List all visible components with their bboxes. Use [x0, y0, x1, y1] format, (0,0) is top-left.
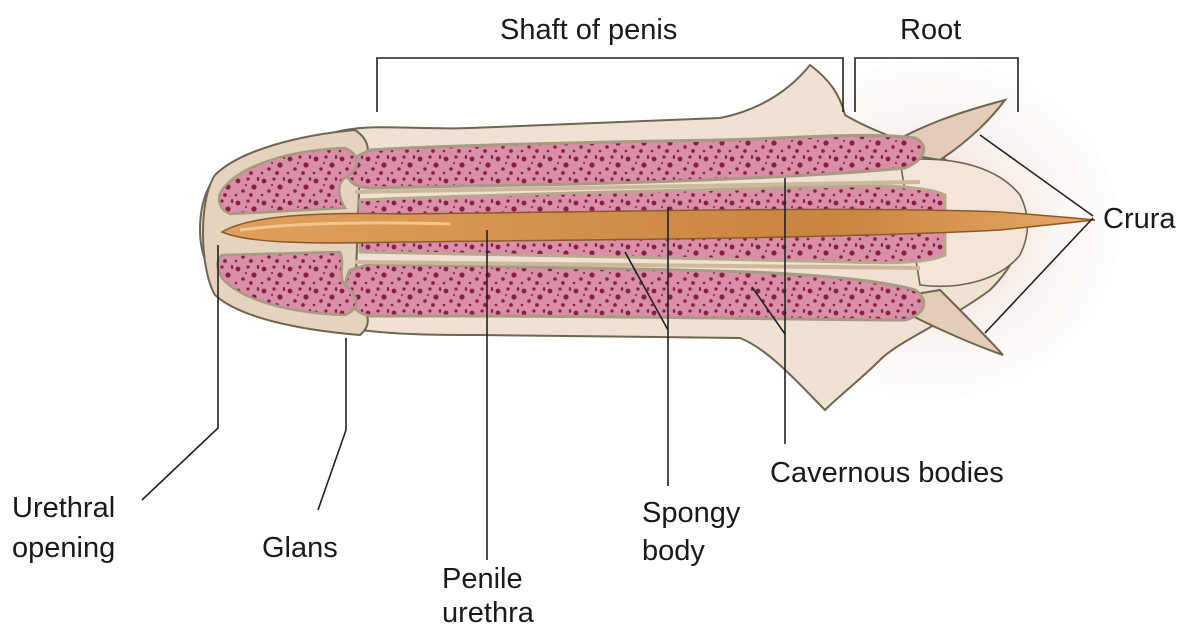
label-spongy-line2: body — [642, 535, 705, 567]
label-cavernous-bodies: Cavernous bodies — [770, 457, 1004, 489]
label-spongy-line1: Spongy — [642, 497, 741, 529]
opening-leader — [142, 245, 218, 500]
label-penile-line1: Penile — [442, 563, 523, 595]
label-penile-line2: urethra — [442, 597, 535, 625]
label-urethral-line2: opening — [12, 532, 115, 564]
label-urethral-line1: Urethral — [12, 492, 115, 524]
label-crura: Crura — [1103, 203, 1176, 235]
label-glans: Glans — [262, 532, 338, 564]
label-shaft-of-penis: Shaft of penis — [500, 14, 677, 46]
label-root: Root — [900, 14, 961, 46]
glans-leader — [318, 338, 346, 510]
